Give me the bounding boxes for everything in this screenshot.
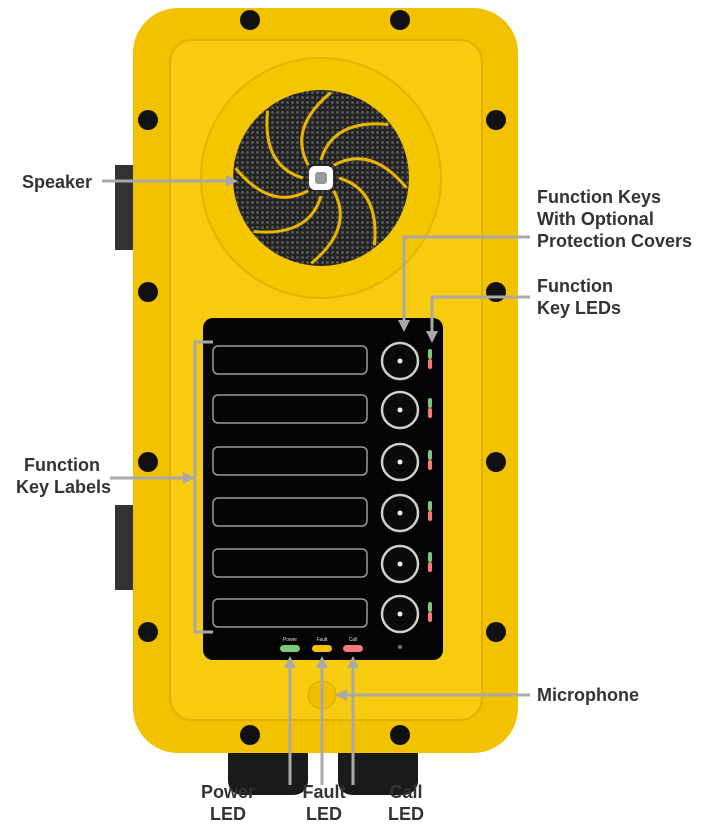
speaker-blade [319,122,389,161]
power-led-callout-1: Power [201,782,255,802]
function-key-led-red [428,408,432,418]
speaker-blade [310,190,342,265]
status-leds: Power Fault Call [280,637,363,652]
function-key-label [212,598,368,628]
function-key-led-red [428,562,432,572]
function-key-led-red [428,511,432,521]
function-key-leds-callout-1: Function [537,276,613,296]
function-key-center [397,510,403,516]
function-key-label [212,394,368,424]
function-key-led-green [428,450,432,460]
function-key-center [397,561,403,567]
function-key-labels-callout-2: Key Labels [16,477,111,497]
fault-led-callout-1: Fault [303,782,346,802]
function-key-leds-callout-2: Key LEDs [537,298,621,318]
function-key-led-green [428,501,432,511]
function-keys-callout-3: Protection Covers [537,231,692,251]
call-led-callout-2: LED [388,804,424,824]
speaker [200,57,442,299]
speaker-blade [253,195,323,234]
function-key-led-red [428,612,432,622]
function-key-led-green [428,552,432,562]
call-led [343,645,363,652]
fault-text: Fault [316,637,328,643]
microphone-callout: Microphone [537,685,639,705]
function-key-center [397,358,403,364]
speaker-blade [338,176,377,246]
fault-led-callout-2: LED [306,804,342,824]
fault-led [312,645,332,652]
call-led-callout-1: Call [389,782,422,802]
function-key-center [397,459,403,465]
speaker-blade [265,110,304,180]
power-led-callout-2: LED [210,804,246,824]
speaker-blade [234,167,309,199]
call-text: Call [349,637,358,643]
function-key-center [397,407,403,413]
function-key-label [212,345,368,375]
function-key-led-red [428,359,432,369]
speaker-blade [333,157,408,189]
function-keys-callout-1: Function Keys [537,187,661,207]
function-key-center [397,611,403,617]
function-key-label [212,497,368,527]
function-key-led-green [428,602,432,612]
power-text: Power [283,637,298,643]
function-key-led-red [428,460,432,470]
function-key-labels-callout-1: Function [24,455,100,475]
power-led [280,645,300,652]
function-keys-callout-2: With Optional [537,209,654,229]
speaker-callout: Speaker [22,172,92,192]
function-key-label [212,548,368,578]
speaker-blade [300,91,332,166]
function-key-label [212,446,368,476]
callout-arrows [102,175,530,785]
function-key-led-green [428,398,432,408]
function-key-led-green [428,349,432,359]
screws [138,10,506,745]
